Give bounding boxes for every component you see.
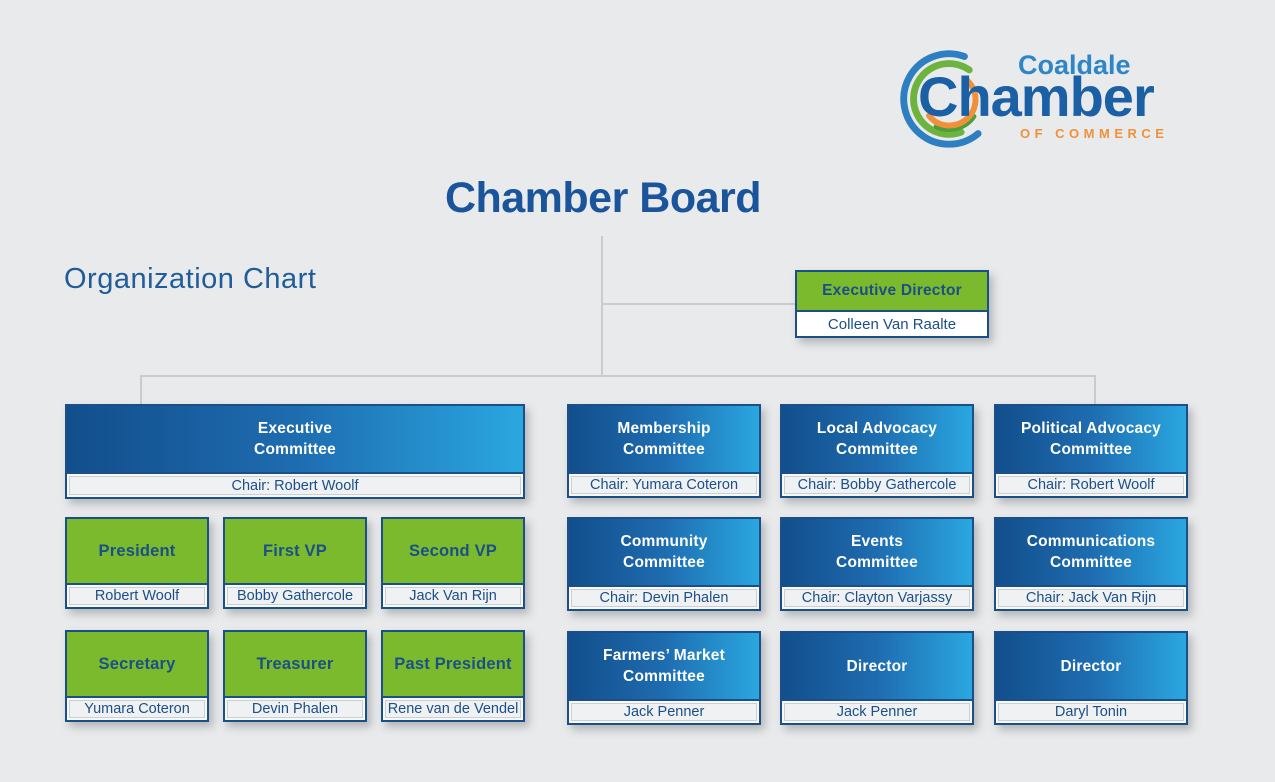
- org-box-secretary: Secretary Yumara Coteron: [65, 630, 209, 722]
- committee-member: Daryl Tonin: [996, 699, 1186, 723]
- connector-drop-right: [1094, 375, 1096, 406]
- connector-drop-left: [140, 375, 142, 406]
- committee-chair: Chair: Devin Phalen: [569, 585, 759, 609]
- org-box-executive-director: Executive Director Colleen Van Raalte: [795, 270, 989, 338]
- officer-name: Rene van de Vendel: [383, 696, 523, 720]
- committee-chair: Chair: Yumara Coteron: [569, 472, 759, 496]
- committee-title: Local Advocacy Committee: [782, 406, 972, 472]
- org-box-first-vp: First VP Bobby Gathercole: [223, 517, 367, 609]
- committee-chair: Chair: Jack Van Rijn: [996, 585, 1186, 609]
- committee-title: Director: [996, 633, 1186, 699]
- officer-name: Bobby Gathercole: [225, 583, 365, 607]
- org-box-community-committee: Community Committee Chair: Devin Phalen: [567, 517, 761, 611]
- executive-director-title: Executive Director: [797, 272, 987, 310]
- officer-title: Second VP: [383, 519, 523, 583]
- org-box-treasurer: Treasurer Devin Phalen: [223, 630, 367, 722]
- connector-main-horizontal: [140, 375, 1096, 377]
- officer-name: Yumara Coteron: [67, 696, 207, 720]
- connector-to-executive-director: [601, 303, 795, 305]
- logo-text-coaldale: Coaldale: [1018, 50, 1131, 80]
- committee-title: Farmers’ Market Committee: [569, 633, 759, 699]
- committee-title: Events Committee: [782, 519, 972, 585]
- logo-text-of-commerce: OF COMMERCE: [1020, 126, 1169, 141]
- executive-committee-chair: Chair: Robert Woolf: [67, 472, 523, 497]
- org-chart-label: Organization Chart: [64, 263, 317, 295]
- executive-director-name: Colleen Van Raalte: [797, 310, 987, 336]
- logo-arcs-icon: [900, 50, 982, 148]
- officer-title: Past President: [383, 632, 523, 696]
- org-box-political-advocacy-committee: Political Advocacy Committee Chair: Robe…: [994, 404, 1188, 498]
- committee-member: Jack Penner: [569, 699, 759, 723]
- committee-chair: Chair: Robert Woolf: [996, 472, 1186, 496]
- committee-chair: Chair: Clayton Varjassy: [782, 585, 972, 609]
- logo-text-chamber: Chamber: [918, 65, 1155, 128]
- committee-title: Political Advocacy Committee: [996, 406, 1186, 472]
- officer-title: President: [67, 519, 207, 583]
- connector-title-vertical: [601, 236, 603, 377]
- committee-title: Community Committee: [569, 519, 759, 585]
- committee-member: Jack Penner: [782, 699, 972, 723]
- committee-title: Director: [782, 633, 972, 699]
- org-box-executive-committee: Executive Committee Chair: Robert Woolf: [65, 404, 525, 499]
- committee-title: Membership Committee: [569, 406, 759, 472]
- org-box-president: President Robert Woolf: [65, 517, 209, 609]
- org-box-past-president: Past President Rene van de Vendel: [381, 630, 525, 722]
- committee-chair: Chair: Bobby Gathercole: [782, 472, 972, 496]
- executive-committee-title: Executive Committee: [67, 406, 523, 472]
- org-box-farmers-market-committee: Farmers’ Market Committee Jack Penner: [567, 631, 761, 725]
- page-title: Chamber Board: [444, 174, 762, 222]
- officer-title: First VP: [225, 519, 365, 583]
- officer-name: Jack Van Rijn: [383, 583, 523, 607]
- org-box-local-advocacy-committee: Local Advocacy Committee Chair: Bobby Ga…: [780, 404, 974, 498]
- officer-title: Treasurer: [225, 632, 365, 696]
- officer-name: Devin Phalen: [225, 696, 365, 720]
- officer-title: Secretary: [67, 632, 207, 696]
- org-box-events-committee: Events Committee Chair: Clayton Varjassy: [780, 517, 974, 611]
- officer-name: Robert Woolf: [67, 583, 207, 607]
- org-box-communications-committee: Communications Committee Chair: Jack Van…: [994, 517, 1188, 611]
- org-box-membership-committee: Membership Committee Chair: Yumara Coter…: [567, 404, 761, 498]
- committee-title: Communications Committee: [996, 519, 1186, 585]
- org-box-director-2: Director Daryl Tonin: [994, 631, 1188, 725]
- org-box-director-1: Director Jack Penner: [780, 631, 974, 725]
- org-box-second-vp: Second VP Jack Van Rijn: [381, 517, 525, 609]
- coaldale-chamber-logo: Coaldale Chamber OF COMMERCE: [890, 38, 1200, 153]
